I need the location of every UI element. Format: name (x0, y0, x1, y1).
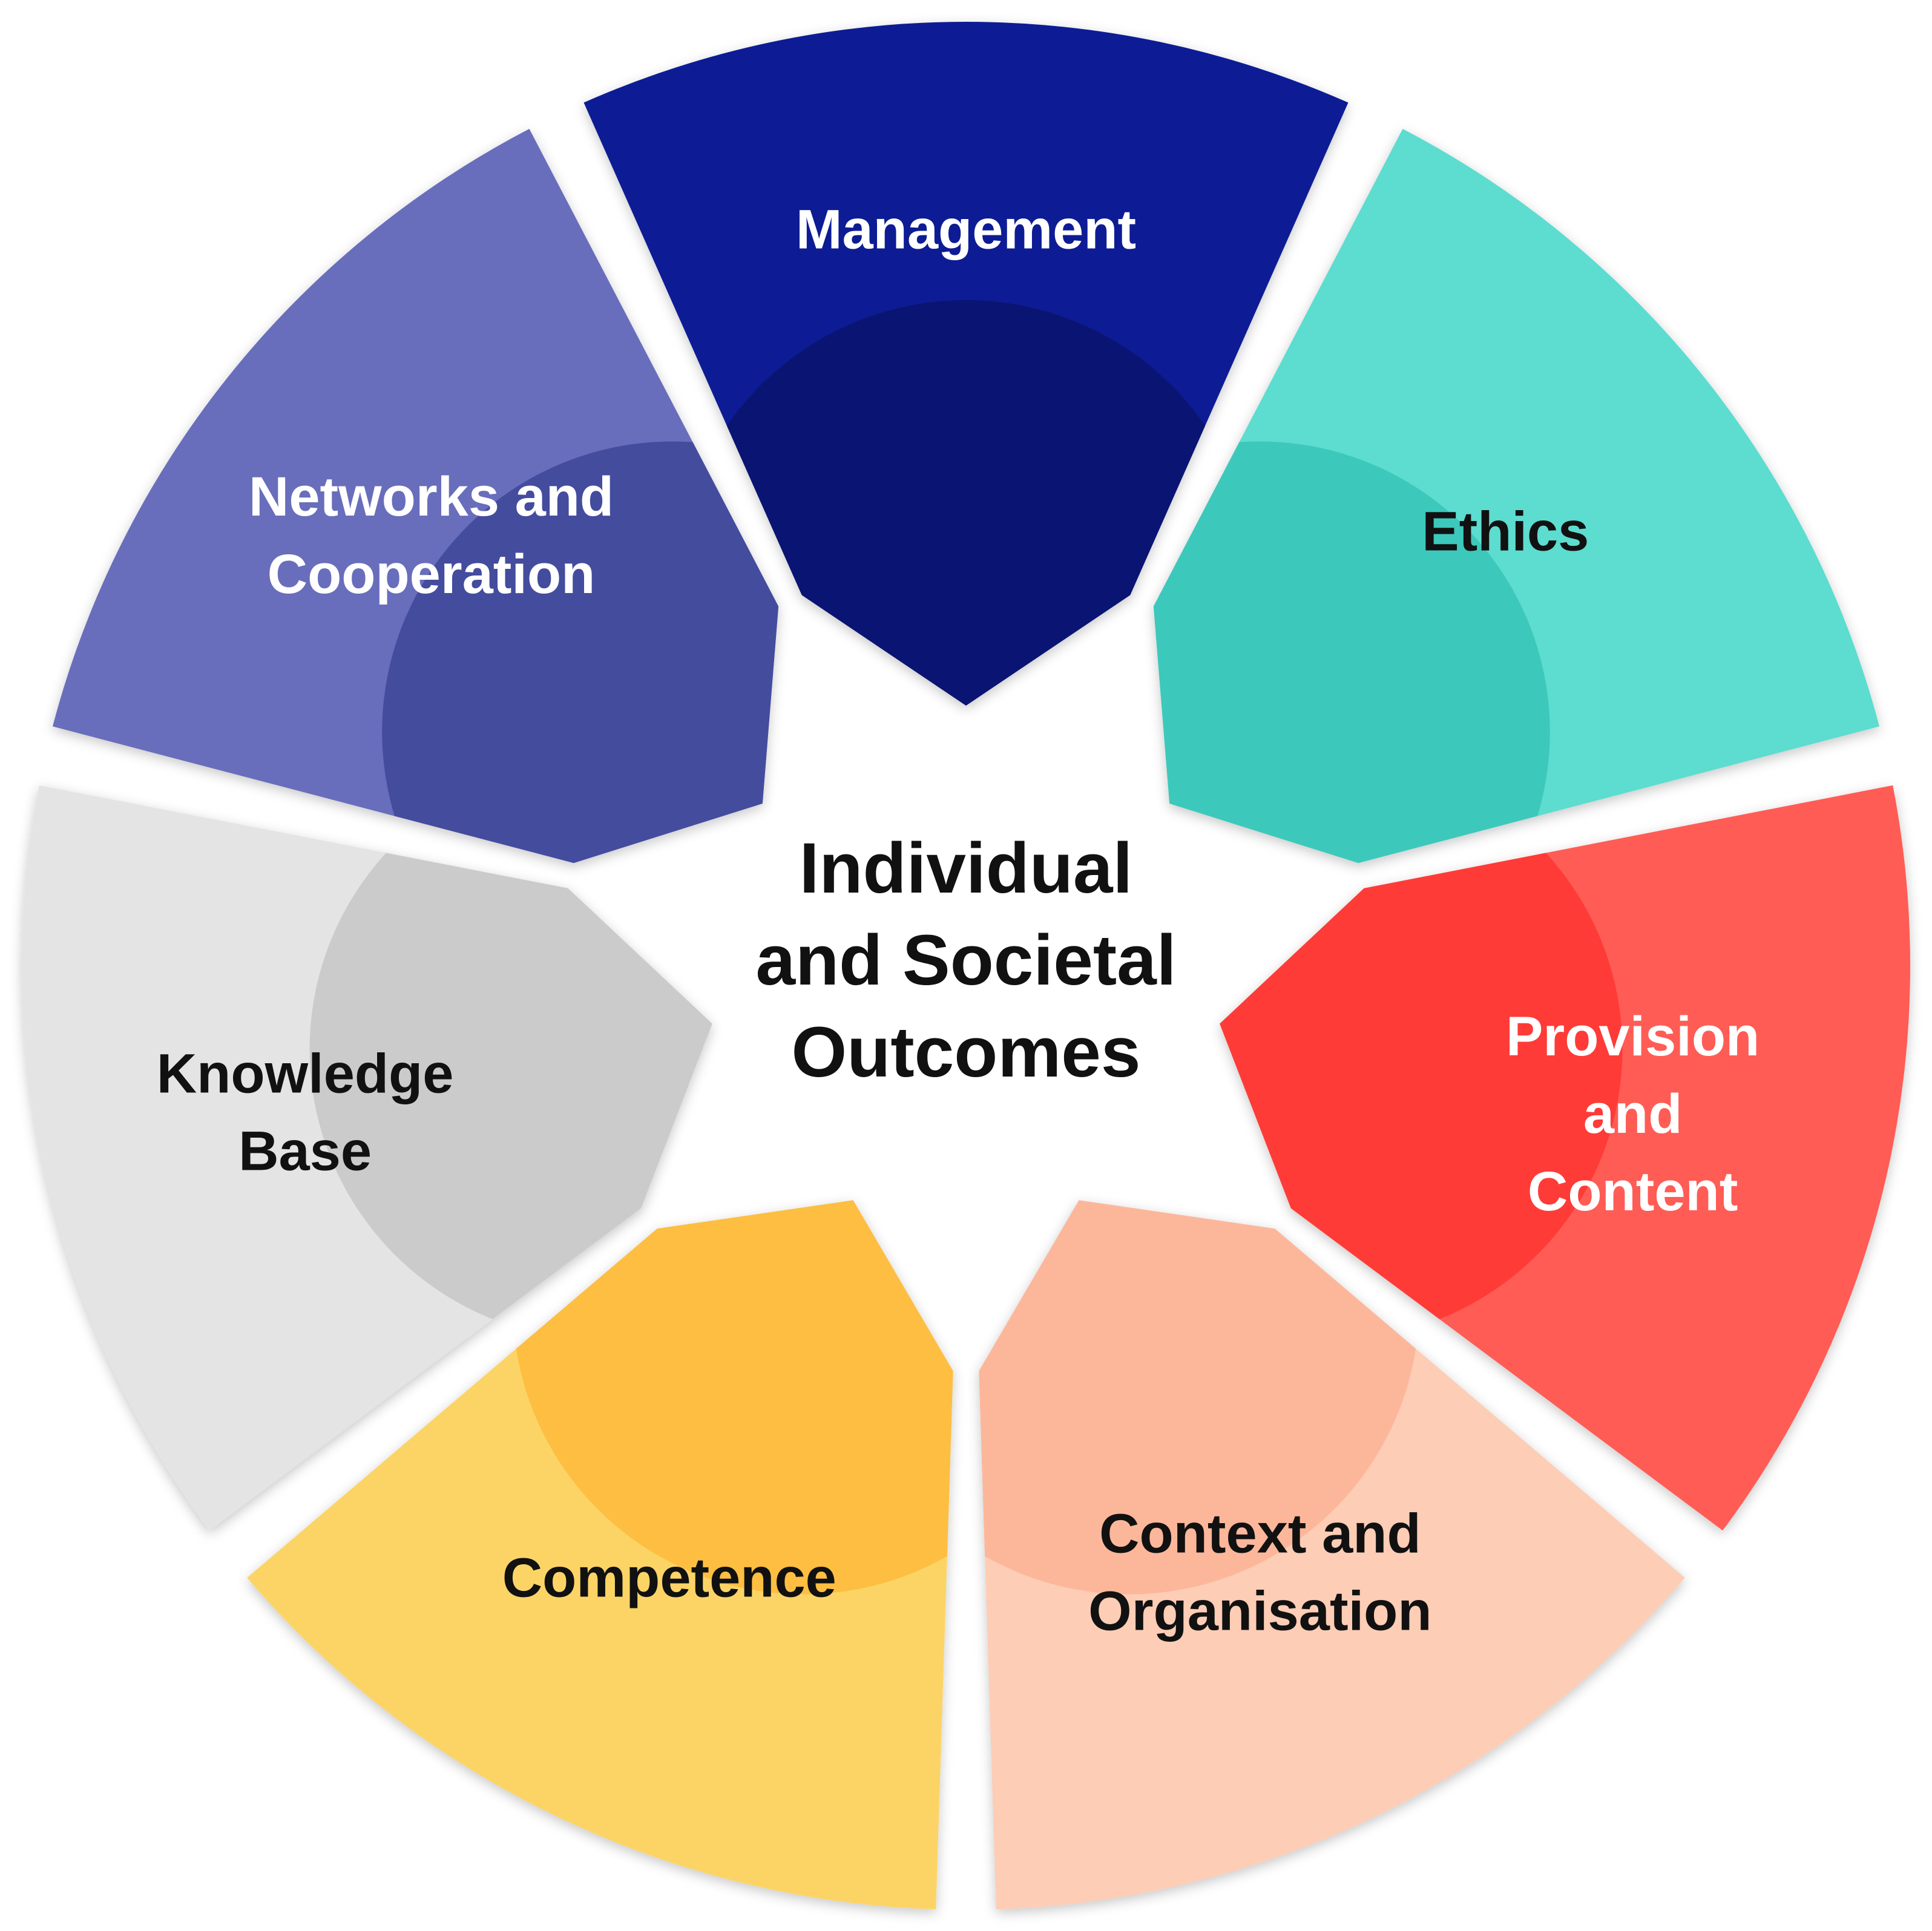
segment-competence-inner-band (513, 1200, 953, 1595)
segment-knowledge-label-line: Base (238, 1121, 372, 1182)
segment-knowledge-label-line: Knowledge (157, 1043, 454, 1105)
segment-networks-label-line: Networks and (249, 466, 614, 528)
segment-ethics: Ethics (1153, 128, 1880, 864)
segment-competence-label-line: Competence (502, 1547, 836, 1608)
segment-management-label-line: Management (796, 198, 1136, 260)
center-label-line: Outcomes (791, 1012, 1140, 1092)
center-label-line: and Societal (755, 920, 1176, 1000)
segment-context-label-line: Context and (1099, 1503, 1421, 1564)
segment-ethics-label-line: Ethics (1422, 501, 1589, 563)
segment-provision-label-line: and (1583, 1083, 1683, 1145)
segment-knowledge-inner-band (309, 785, 712, 1340)
segment-provision-label-line: Content (1528, 1161, 1738, 1222)
segment-management-inner-band (675, 300, 1257, 706)
segment-networks-inner-band (382, 441, 779, 864)
segment-ethics-inner-band (1153, 441, 1550, 864)
segment-provision-label-line: Provision (1506, 1006, 1760, 1067)
center-label-line: Individual (800, 828, 1133, 908)
segment-networks-label-line: Cooperation (268, 543, 596, 605)
segment-context-label-line: Organisation (1088, 1580, 1431, 1642)
segment-provision-inner-band (1220, 785, 1623, 1340)
segment-context-inner-band (979, 1200, 1419, 1595)
segment-management: Management (583, 21, 1349, 706)
segment-competence: Competence (247, 1200, 953, 1910)
